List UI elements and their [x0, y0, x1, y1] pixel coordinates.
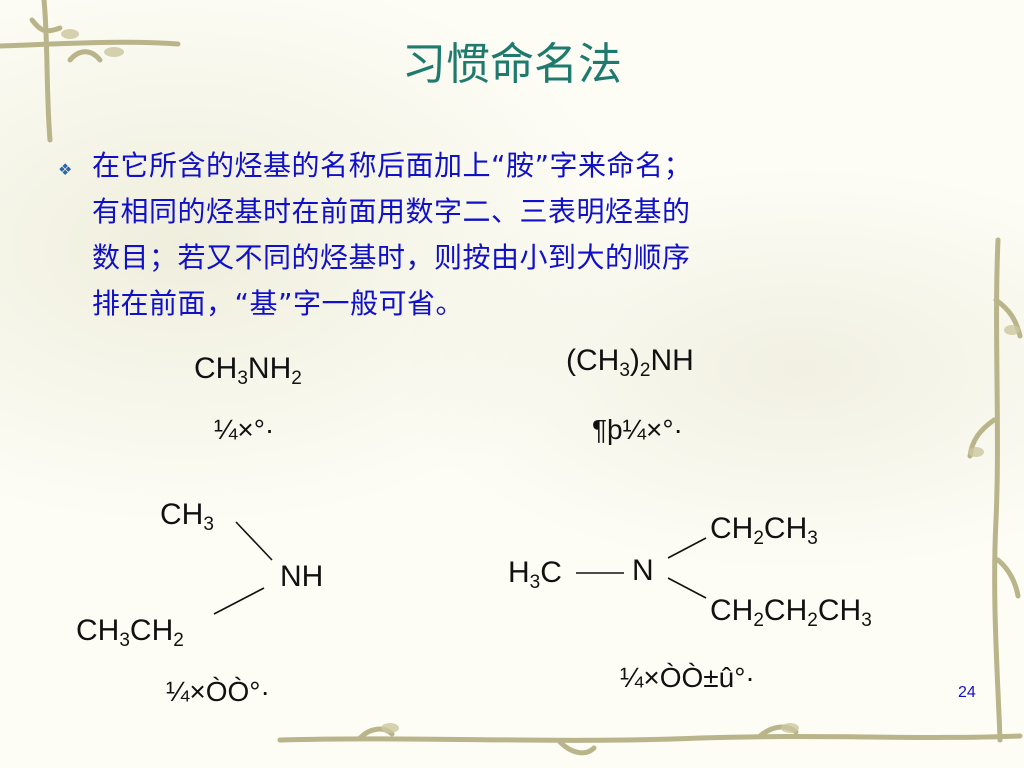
compound-4-n: N [632, 554, 654, 587]
bond-ch2-nh [213, 587, 265, 615]
compound-1-name: ¼×°· [214, 414, 275, 445]
bond-n-propyl [667, 577, 707, 599]
compound-2-formula: (CH3)2NH [566, 344, 694, 381]
compound-4-ethyl: CH2CH3 [710, 512, 818, 549]
compound-3-methyl: CH3 [160, 498, 214, 535]
compound-4-name: ¼×ÒÒ±û°· [620, 662, 755, 693]
bond-ch3-nh [235, 521, 273, 561]
compound-3-ethyl: CH3CH2 [76, 614, 184, 651]
body-line-3: 数目；若又不同的烃基时，则按由小到大的顺序 [92, 241, 691, 274]
diamond-bullet-icon: ❖ [58, 160, 73, 179]
compound-4-propyl: CH2CH2CH3 [710, 594, 872, 631]
bond-n-ethyl [667, 537, 707, 559]
compound-3-nh: NH [280, 560, 324, 593]
compound-4-methyl: H3C [508, 556, 562, 593]
body-line-2: 有相同的烃基时在前面用数字二、三表明烃基的 [92, 195, 691, 228]
compound-3-name: ¼×ÒÒ°· [166, 676, 270, 707]
body-line-4: 排在前面，“基”字一般可省。 [92, 287, 465, 320]
slide-title: 习惯命名法 [402, 39, 622, 90]
body-line-1: 在它所含的烃基的名称后面加上“胺”字来命名； [92, 149, 693, 182]
compound-1-formula: CH3NH2 [194, 352, 302, 389]
page-number: 24 [958, 684, 976, 701]
compound-2-name: ¶þ¼×°· [592, 414, 683, 445]
